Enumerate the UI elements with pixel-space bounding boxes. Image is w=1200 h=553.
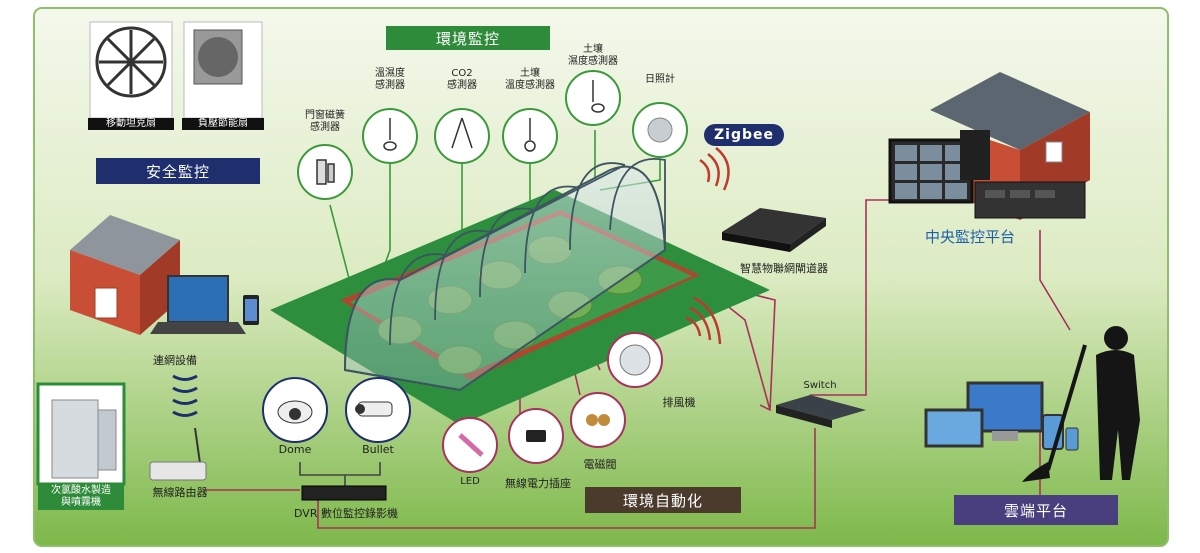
env-automation-banner: 環境自動化 (585, 487, 741, 513)
door-sensor-label: 門窗磁簧 感測器 (305, 110, 345, 133)
switch-label: Switch (803, 380, 837, 391)
cloud-platform-banner: 雲端平台 (954, 495, 1118, 525)
router-label: 無線路由器 (152, 486, 208, 499)
hypochlorous-label: 次氯酸水製造 與噴霧機 (51, 485, 111, 508)
network-device-label: 連網設備 (153, 354, 197, 367)
co2-circle (434, 108, 490, 164)
solenoid-label: 電磁閥 (583, 458, 617, 471)
zigbee-waves (699, 147, 730, 191)
bullet-label: Bullet (362, 443, 394, 456)
gateway-device (722, 208, 826, 252)
dvr-label: DVR 數位監控錄影機 (294, 507, 398, 520)
safety-monitor-banner: 安全監控 (96, 158, 260, 184)
wifi-waves-left (172, 374, 198, 417)
laptop (167, 275, 229, 323)
worker-silhouette (1022, 326, 1140, 482)
greenhouse-waves (685, 296, 722, 345)
switch-device (776, 395, 866, 420)
co2-label: CO2 感測器 (447, 68, 477, 91)
led-label: LED (460, 476, 480, 487)
router-device (149, 461, 207, 481)
exhaust-fan-label: 排風機 (662, 396, 696, 409)
central-monitor-platform (888, 72, 1090, 220)
env-monitor-banner: 環境監控 (386, 26, 550, 50)
sunlight-label: 日照計 (645, 74, 675, 85)
central-platform-label: 中央監控平台 (924, 228, 1015, 246)
zigbee-badge: Zigbee (704, 124, 784, 146)
dvr-device (301, 485, 387, 501)
wireless-socket-label: 無線電力插座 (505, 477, 571, 490)
dome-label: Dome (278, 443, 312, 456)
farmhouse-left (70, 215, 180, 335)
mobile-fan-label: 移動坦克扇 (106, 118, 156, 129)
temp-humidity-label: 溫濕度 感測器 (375, 68, 405, 91)
soil-temp-label: 土壤 溫度感測器 (505, 68, 555, 91)
neg-pressure-fan-label: 負壓節能扇 (198, 118, 248, 129)
soil-humidity-label: 土壤 濕度感測器 (568, 44, 618, 67)
gateway-label: 智慧物聯網閘道器 (740, 262, 828, 275)
